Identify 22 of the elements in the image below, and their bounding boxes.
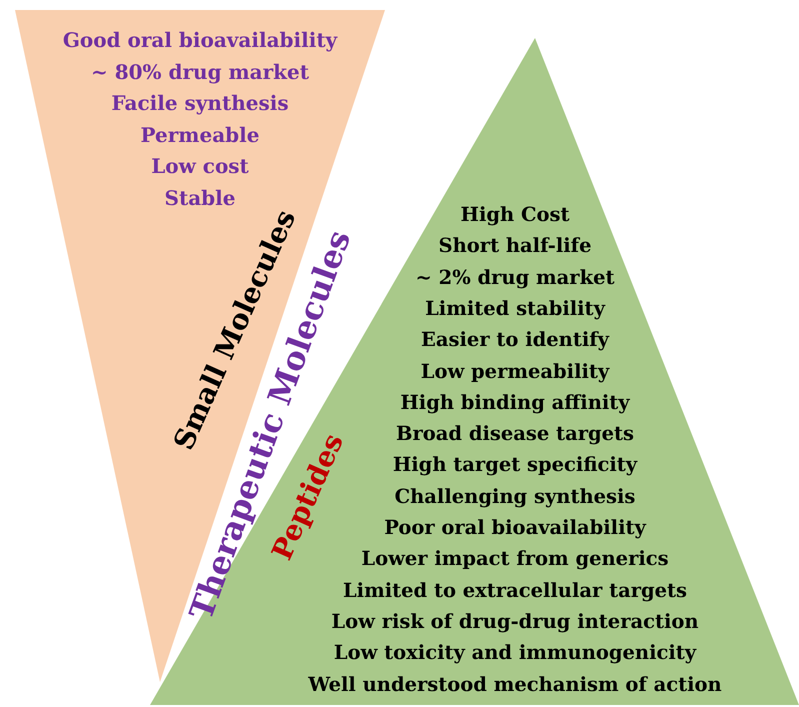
feature-text: Permeable xyxy=(140,124,260,144)
feature-text: ~ 2% drug market xyxy=(416,268,614,288)
feature-text: Low cost xyxy=(151,156,249,176)
feature-text: Challenging synthesis xyxy=(394,486,636,506)
feature-text: Broad disease targets xyxy=(396,424,634,444)
feature-text: High binding affinity xyxy=(400,392,630,412)
feature-text: Stable xyxy=(164,188,236,208)
feature-text: Short half-life xyxy=(438,236,592,256)
feature-text: Low toxicity and immunogenicity xyxy=(334,643,696,663)
feature-text: Poor oral bioavailability xyxy=(384,518,646,538)
feature-text: High target specificity xyxy=(392,455,638,475)
feature-text: High Cost xyxy=(460,205,570,224)
feature-text: Limited stability xyxy=(425,298,605,318)
feature-text: Good oral bioavailability xyxy=(62,30,338,50)
feature-text: ~ 80% drug market xyxy=(91,62,309,82)
feature-text: Limited to extracellular targets xyxy=(342,580,688,600)
feature-text: Well understood mechanism of action xyxy=(308,674,722,694)
feature-text: Facile synthesis xyxy=(111,93,289,113)
feature-text: Low risk of drug-drug interaction xyxy=(331,612,699,632)
feature-text: Easier to identify xyxy=(421,330,609,350)
feature-text: Low permeability xyxy=(420,362,610,381)
feature-text: Lower impact from generics xyxy=(361,549,669,569)
